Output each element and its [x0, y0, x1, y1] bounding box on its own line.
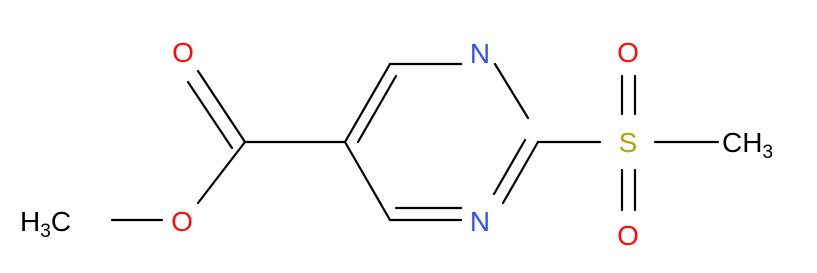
atom-n-bottom: N — [470, 206, 490, 237]
atom-methyl-left: H3C — [20, 206, 71, 242]
bond-c-oester — [196, 140, 247, 205]
methyl-left-h: H — [20, 206, 40, 237]
bond-c-o-double-b — [186, 80, 234, 150]
methyl-left-c: C — [51, 206, 71, 237]
bond-c4-c5 — [343, 140, 392, 222]
atom-methyl-right: CH3 — [722, 127, 773, 163]
methyl-left-sub: 3 — [40, 221, 51, 242]
bond-c5-c6-inner — [356, 74, 398, 144]
methyl-right-ch: CH — [722, 127, 762, 158]
bond-c2-n3-inner — [492, 138, 527, 196]
atom-o-sulfonyl-top: O — [617, 37, 639, 68]
atom-o-ester: O — [171, 206, 193, 237]
bond-c2-n3 — [501, 140, 540, 205]
bond-n1-c2 — [493, 62, 530, 120]
bond-c5-c6 — [343, 62, 392, 144]
atom-sulfur: S — [619, 127, 638, 158]
bond-c-o-double-a — [196, 69, 247, 144]
atom-o-carbonyl: O — [172, 37, 194, 68]
methyl-right-sub: 3 — [762, 142, 773, 163]
bonds — [110, 62, 720, 222]
atom-n-top: N — [470, 38, 490, 69]
atom-o-sulfonyl-bottom: O — [617, 220, 639, 251]
